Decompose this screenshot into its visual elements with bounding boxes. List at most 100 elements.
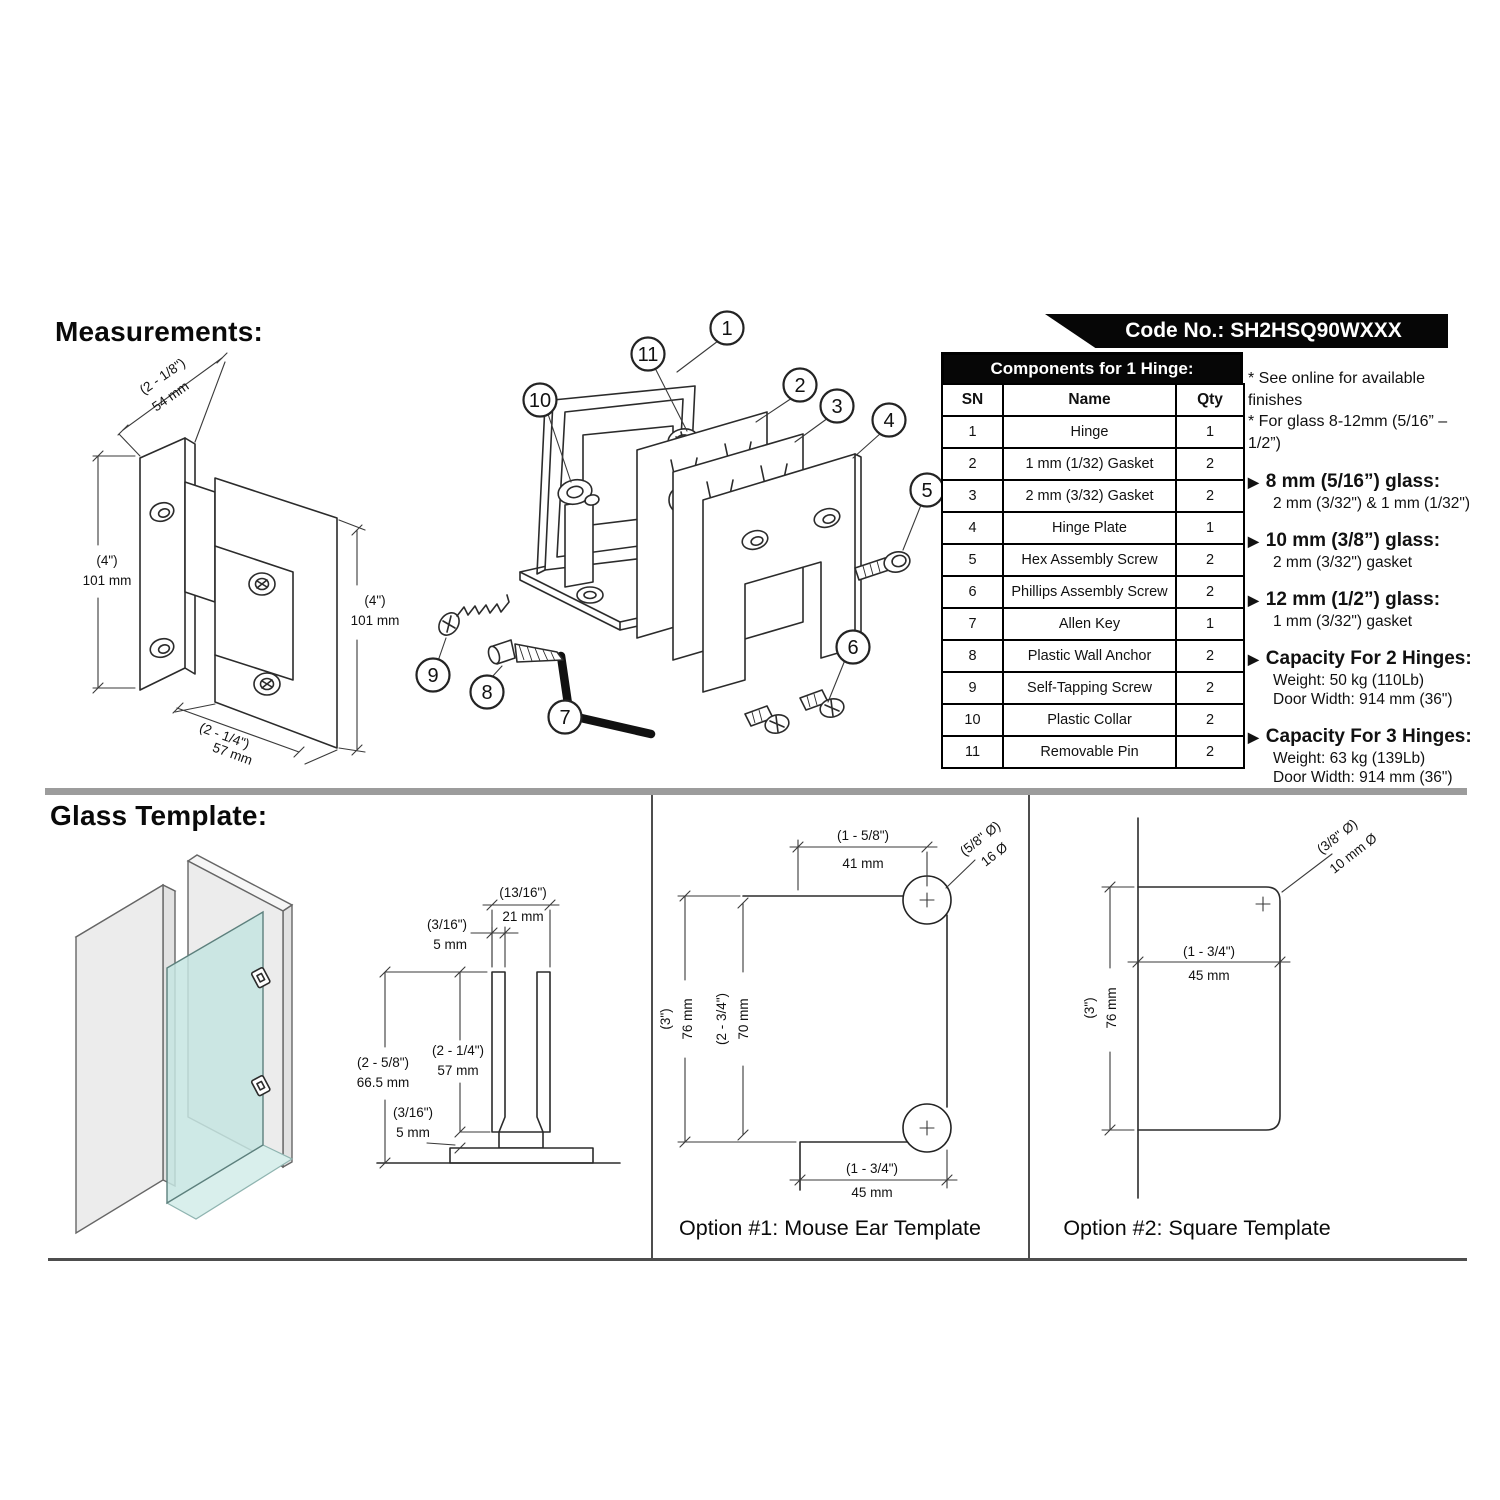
svg-text:101 mm: 101 mm — [83, 573, 132, 588]
note-finishes: * See online for available finishes — [1248, 370, 1426, 409]
dim-height-76mm: (3") 76 mm — [1082, 881, 1135, 1136]
svg-text:57 mm: 57 mm — [437, 1063, 478, 1078]
svg-text:45 mm: 45 mm — [851, 1185, 892, 1200]
svg-text:(13/16"): (13/16") — [499, 885, 547, 900]
callout-5: 5 — [909, 472, 945, 508]
dim-slot-57mm: (2 - 1/4") 57 mm — [432, 966, 491, 1138]
code-number-label: Code No.: SH2HSQ90WXXX — [1125, 319, 1402, 342]
svg-text:45 mm: 45 mm — [1188, 968, 1229, 983]
svg-text:(4"): (4") — [96, 553, 117, 568]
svg-text:3: 3 — [831, 396, 842, 418]
glass-template-title: Glass Template: — [50, 800, 268, 831]
bullet-arrow-icon: ▶ — [1248, 651, 1259, 667]
section-divider — [45, 788, 1467, 795]
note-bullet-capacity-3: ▶Capacity For 3 Hinges: Weight: 63 kg (1… — [1248, 726, 1472, 786]
dim-top-41mm: (1 - 5/8") 41 mm — [789, 828, 938, 891]
components-table-title: Components for 1 Hinge: — [941, 352, 1243, 386]
svg-text:10: 10 — [529, 390, 551, 412]
svg-text:101 mm: 101 mm — [351, 613, 400, 628]
dim-outer-76mm: (3") 76 mm — [658, 890, 797, 1148]
svg-text:2: 2 — [794, 375, 805, 397]
notes-panel: * See online for available finishes * Fo… — [1248, 368, 1480, 787]
svg-text:76 mm: 76 mm — [680, 998, 695, 1039]
svg-text:(1 - 3/4"): (1 - 3/4") — [1183, 944, 1235, 959]
bullet-arrow-icon: ▶ — [1248, 474, 1259, 490]
svg-text:(3/16"): (3/16") — [393, 1105, 433, 1120]
note-bullet-12mm: ▶12 mm (1/2”) glass: 1 mm (3/32") gasket — [1248, 589, 1441, 630]
callout-6: 6 — [835, 629, 871, 665]
bullet-arrow-icon: ▶ — [1248, 729, 1259, 745]
svg-text:(2 - 1/4"): (2 - 1/4") — [432, 1043, 484, 1058]
svg-text:6: 6 — [847, 637, 858, 659]
svg-text:8: 8 — [481, 682, 492, 704]
measurements-title: Measurements: — [55, 316, 264, 347]
dim-left-101mm: (4") 101 mm — [83, 450, 136, 694]
square-template-drawing: (3/8" Ø) 10 mm Ø (1 - 3/4") 45 mm (3") 7… — [1082, 816, 1380, 1199]
mouse-ear-template-drawing: (1 - 5/8") 41 mm (5/8" Ø) 16 Ø (3") 76 m… — [658, 818, 1011, 1200]
callout-8: 8 — [469, 674, 505, 710]
svg-text:(2 - 5/8"): (2 - 5/8") — [357, 1055, 409, 1070]
svg-text:5 mm: 5 mm — [433, 937, 467, 952]
dim-inner-70mm: (2 - 3/4") 70 mm — [714, 897, 751, 1141]
dim-bottom-45mm: (1 - 3/4") 45 mm — [789, 1149, 958, 1200]
svg-text:1: 1 — [721, 318, 732, 340]
svg-text:4: 4 — [883, 410, 894, 432]
dim-offset-5mm: (3/16") 5 mm — [393, 1105, 466, 1154]
callout-4: 4 — [871, 402, 907, 438]
note-bullet-10mm: ▶10 mm (3/8”) glass: 2 mm (3/32") gasket — [1248, 530, 1441, 571]
callout-2: 2 — [782, 367, 818, 403]
option2-caption: Option #2: Square Template — [1063, 1216, 1331, 1240]
code-number-banner: Code No.: SH2HSQ90WXXX — [1045, 314, 1448, 348]
table-header-row: SN Name Qty — [941, 383, 1245, 417]
svg-text:70 mm: 70 mm — [736, 998, 751, 1039]
callout-7: 7 — [547, 699, 583, 735]
dim-hole-16: (5/8" Ø) 16 Ø — [945, 818, 1011, 889]
col-header-sn: SN — [941, 383, 1004, 417]
svg-text:5: 5 — [921, 480, 932, 502]
dim-width-21mm: (13/16") 21 mm — [482, 885, 560, 968]
bullet-arrow-icon: ▶ — [1248, 592, 1259, 608]
callout-10: 10 — [522, 382, 558, 418]
svg-text:5 mm: 5 mm — [396, 1125, 430, 1140]
vertical-divider-1 — [651, 795, 653, 1259]
option1-caption: Option #1: Mouse Ear Template — [679, 1216, 981, 1240]
dim-top-54mm: (2 - 1/8") 54 mm — [117, 352, 228, 457]
svg-text:(4"): (4") — [364, 593, 385, 608]
svg-text:(2 - 3/4"): (2 - 3/4") — [714, 993, 729, 1045]
dim-right-101mm: (4") 101 mm — [338, 519, 400, 756]
svg-text:9: 9 — [427, 665, 438, 687]
callout-3: 3 — [819, 388, 855, 424]
door-hinge-icon — [250, 1075, 271, 1097]
svg-text:66.5 mm: 66.5 mm — [357, 1075, 410, 1090]
col-header-qty: Qty — [1175, 383, 1245, 417]
door-hinge-icon — [250, 967, 271, 989]
svg-text:(1 - 3/4"): (1 - 3/4") — [846, 1161, 898, 1176]
hinge-measurement-drawing: (2 - 1/8") 54 mm (4") 101 mm (4") 101 mm… — [83, 352, 400, 768]
dim-hole-10mm: (3/8" Ø) 10 mm Ø — [1281, 816, 1380, 893]
bottom-border — [48, 1258, 1467, 1261]
dim-width-45mm: (1 - 3/4") 45 mm — [1127, 944, 1291, 983]
svg-text:11: 11 — [638, 344, 659, 366]
dim-thickness-5mm: (3/16") 5 mm — [427, 917, 519, 968]
glass-door — [166, 910, 264, 1205]
svg-text:(3"): (3") — [1082, 997, 1097, 1018]
note-bullet-8mm: ▶8 mm (5/16”) glass: 2 mm (3/32") & 1 mm… — [1248, 471, 1471, 512]
vertical-divider-2 — [1028, 795, 1030, 1259]
svg-text:7: 7 — [559, 707, 570, 729]
callout-9: 9 — [415, 657, 451, 693]
svg-text:(3"): (3") — [658, 1008, 673, 1029]
dim-height-66-5mm: (2 - 5/8") 66.5 mm — [357, 966, 488, 1169]
callout-leader-lines — [437, 340, 922, 703]
svg-text:(3/16"): (3/16") — [427, 917, 467, 932]
